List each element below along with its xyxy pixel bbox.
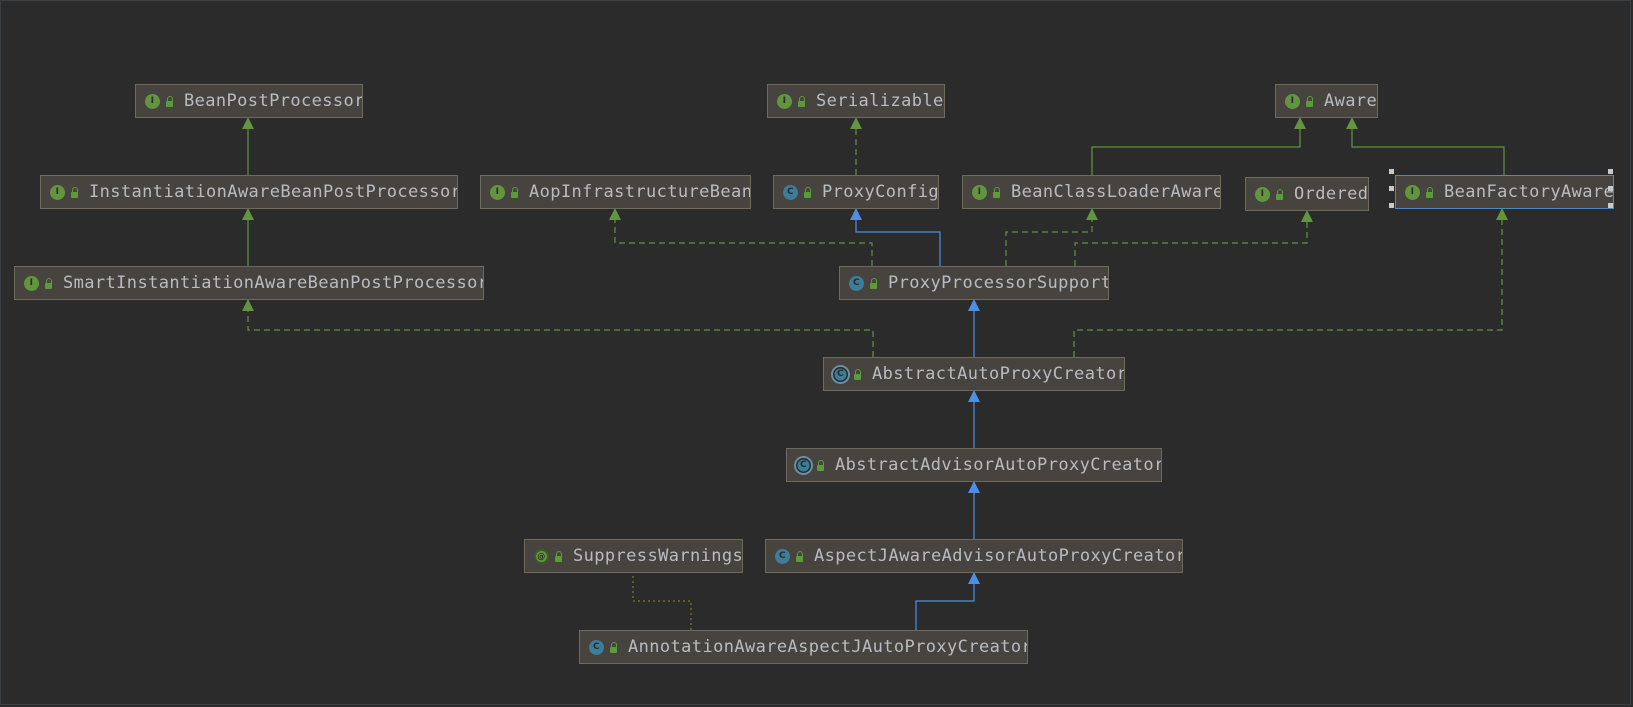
arrowhead — [850, 117, 862, 129]
arrowhead — [1301, 210, 1313, 222]
class-node-ajaapc[interactable]: C AspectJAwareAdvisorAutoProxyCreator — [765, 539, 1183, 573]
public-visibility-icon — [803, 186, 812, 198]
relation-implements-aapc-to-siabpp[interactable] — [247, 300, 874, 357]
arrowhead — [242, 117, 254, 129]
class-node-siabpp[interactable]: I SmartInstantiationAwareBeanPostProcesso… — [14, 266, 484, 300]
relation-implements-pps-to-bcla[interactable] — [1005, 209, 1093, 266]
class-type-icon: C — [783, 184, 798, 200]
relation-annotated-by-aaajapc-to-sw[interactable] — [632, 573, 692, 630]
public-visibility-icon — [44, 277, 53, 289]
relation-extends-interface-bfa-to-aware[interactable] — [1351, 118, 1505, 175]
abstract-type-icon: C — [833, 366, 848, 382]
class-node-label: BeanPostProcessor — [184, 91, 363, 111]
class-node-pc[interactable]: C ProxyConfig — [773, 175, 939, 209]
class-node-label: AbstractAutoProxyCreator — [872, 364, 1125, 384]
class-node-label: BeanFactoryAware — [1444, 182, 1614, 202]
annotation-type-icon: @ — [534, 548, 549, 564]
relation-extends-class-pps-to-pc[interactable] — [855, 209, 941, 266]
class-node-aware[interactable]: I Aware — [1275, 84, 1378, 118]
relation-extends-class-aaajapc-to-ajaapc[interactable] — [915, 573, 975, 630]
public-visibility-icon — [1305, 95, 1314, 107]
public-visibility-icon — [1275, 188, 1284, 200]
class-node-label: ProxyProcessorSupport — [888, 273, 1109, 293]
public-visibility-icon — [609, 641, 618, 653]
public-visibility-icon — [795, 550, 804, 562]
class-node-label: ProxyConfig — [822, 182, 939, 202]
public-visibility-icon — [853, 368, 862, 380]
public-visibility-icon — [165, 95, 174, 107]
class-node-label: AnnotationAwareAspectJAutoProxyCreator — [628, 637, 1028, 657]
class-node-label: SmartInstantiationAwareBeanPostProcessor — [63, 273, 484, 293]
public-visibility-icon — [510, 186, 519, 198]
class-node-label: Serializable — [816, 91, 944, 111]
class-node-label: SuppressWarnings — [573, 546, 743, 566]
arrowhead — [968, 390, 980, 402]
arrowhead — [968, 299, 980, 311]
class-node-bpp[interactable]: I BeanPostProcessor — [135, 84, 363, 118]
interface-type-icon: I — [972, 184, 987, 200]
class-node-label: AbstractAdvisorAutoProxyCreator — [835, 455, 1162, 475]
interface-type-icon: I — [50, 184, 65, 200]
public-visibility-icon — [816, 459, 825, 471]
arrowhead — [1086, 208, 1098, 220]
arrowhead — [1496, 208, 1508, 220]
arrowhead — [968, 572, 980, 584]
class-node-pps[interactable]: C ProxyProcessorSupport — [839, 266, 1109, 300]
interface-type-icon: I — [1405, 184, 1420, 200]
abstract-type-icon: C — [796, 457, 811, 473]
arrowhead — [1294, 117, 1306, 129]
class-node-sw[interactable]: @ SuppressWarnings — [524, 539, 743, 573]
arrowhead — [850, 208, 862, 220]
interface-type-icon: I — [777, 93, 792, 109]
relation-extends-interface-bcla-to-aware[interactable] — [1091, 118, 1301, 175]
arrowhead — [968, 481, 980, 493]
class-type-icon: C — [589, 639, 604, 655]
class-node-label: BeanClassLoaderAware — [1011, 182, 1221, 202]
class-node-label: InstantiationAwareBeanPostProcessor — [89, 182, 458, 202]
class-node-bfa[interactable]: I BeanFactoryAware — [1395, 175, 1614, 209]
public-visibility-icon — [70, 186, 79, 198]
public-visibility-icon — [554, 550, 563, 562]
class-node-label: AopInfrastructureBean — [529, 182, 751, 202]
class-node-label: Ordered — [1294, 184, 1369, 204]
class-node-aib[interactable]: I AopInfrastructureBean — [480, 175, 751, 209]
class-node-bcla[interactable]: I BeanClassLoaderAware — [962, 175, 1221, 209]
class-node-aapc[interactable]: C AbstractAutoProxyCreator — [823, 357, 1125, 391]
public-visibility-icon — [992, 186, 1001, 198]
interface-type-icon: I — [1285, 93, 1300, 109]
public-visibility-icon — [797, 95, 806, 107]
class-type-icon: C — [849, 275, 864, 291]
relation-implements-aapc-to-bfa[interactable] — [1073, 209, 1503, 357]
class-node-label: AspectJAwareAdvisorAutoProxyCreator — [814, 546, 1183, 566]
interface-type-icon: I — [145, 93, 160, 109]
relation-implements-pps-to-aib[interactable] — [614, 209, 873, 266]
interface-type-icon: I — [24, 275, 39, 291]
interface-type-icon: I — [490, 184, 505, 200]
arrowhead — [609, 208, 621, 220]
class-node-ser[interactable]: I Serializable — [767, 84, 945, 118]
interface-type-icon: I — [1255, 186, 1270, 202]
class-node-ord[interactable]: I Ordered — [1245, 177, 1369, 211]
class-node-label: Aware — [1324, 91, 1378, 111]
class-node-aaapc[interactable]: C AbstractAdvisorAutoProxyCreator — [786, 448, 1162, 482]
public-visibility-icon — [869, 277, 878, 289]
class-node-aaajapc[interactable]: C AnnotationAwareAspectJAutoProxyCreator — [579, 630, 1028, 664]
relation-lines — [242, 117, 1508, 630]
arrowhead — [242, 208, 254, 220]
public-visibility-icon — [1425, 186, 1434, 198]
class-type-icon: C — [775, 548, 790, 564]
class-node-iabpp[interactable]: I InstantiationAwareBeanPostProcessor — [40, 175, 458, 209]
arrowhead — [242, 299, 254, 311]
arrowhead — [1346, 117, 1358, 129]
relation-implements-pps-to-ord[interactable] — [1074, 211, 1308, 266]
